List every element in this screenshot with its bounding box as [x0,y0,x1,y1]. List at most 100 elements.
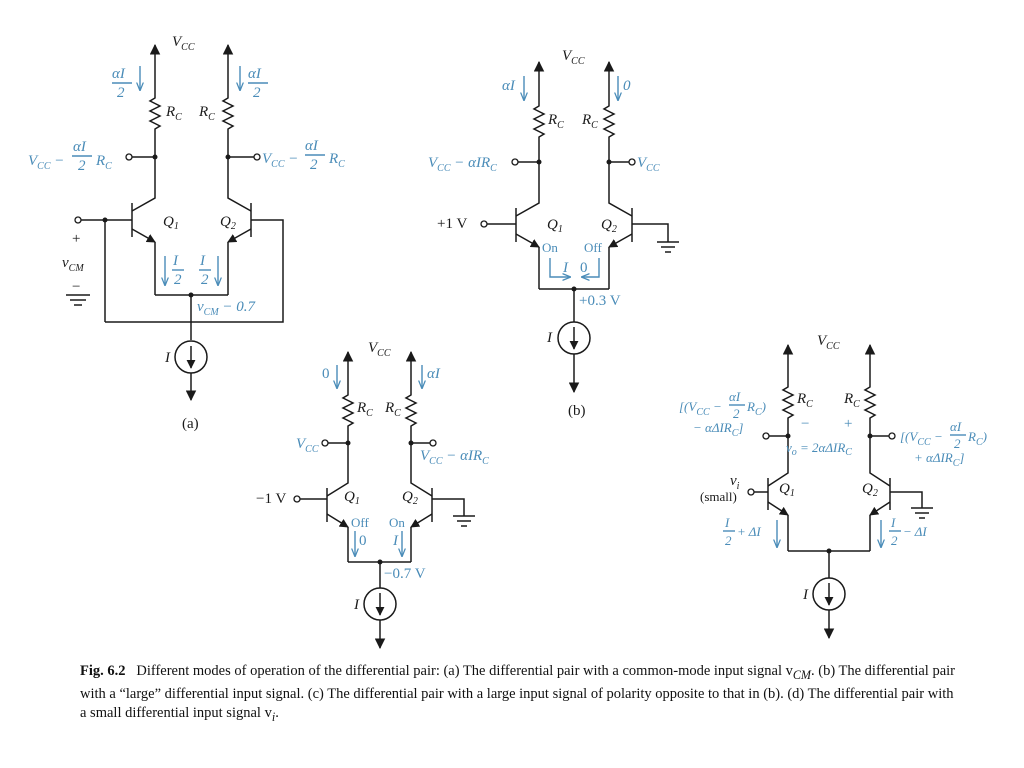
svg-text:(small): (small) [700,489,737,504]
svg-text:VCC: VCC [562,48,585,67]
svg-text:[(VCC −: [(VCC − [900,429,943,448]
svg-text:VCC: VCC [637,155,660,174]
figure-caption: Fig. 6.2 Different modes of operation of… [80,663,955,724]
emitter-node-voltage: vCM − 0.7 [197,299,257,318]
svg-text:I: I [172,253,179,269]
input-vcm-label: vCM [62,255,84,274]
svg-text:2: 2 [117,85,125,101]
svg-text:I: I [392,533,399,549]
svg-text:I: I [890,515,896,530]
svg-text:αI: αI [427,366,441,382]
svg-text:On: On [389,515,405,530]
panel-b-tag: (b) [568,403,586,419]
svg-text:αI: αI [729,389,741,404]
svg-text:0: 0 [322,366,330,382]
svg-text:2: 2 [78,158,86,174]
svg-text:αI: αI [248,66,262,82]
svg-text:0: 0 [359,533,367,549]
svg-text:I: I [199,253,206,269]
svg-text:I: I [802,587,809,603]
svg-text:0: 0 [580,260,588,276]
rc-left-resistor [148,95,162,190]
svg-text:αI: αI [950,419,962,434]
ground-symbol [66,294,90,306]
svg-text:RC: RC [384,400,401,419]
panel-d: VCC RC RC [(VCC − αI 2 RC) − αΔIRC] [(VC… [679,333,987,640]
svg-text:Q2: Q2 [601,217,617,235]
q1-label: Q1 [163,214,179,232]
svg-text:+ ΔI: + ΔI [737,524,761,539]
rc-left-label: RC [165,104,182,123]
svg-text:RC: RC [95,153,112,172]
svg-text:+0.3 V: +0.3 V [579,293,621,309]
vcc-label: VCC [172,34,195,53]
svg-text:Q1: Q1 [344,489,360,507]
svg-text:VCC: VCC [368,340,391,359]
rc-right-label: RC [198,104,215,123]
svg-text:Q2: Q2 [402,489,418,507]
q2-label: Q2 [220,214,236,232]
caption-text: Different modes of operation of the diff… [136,663,793,679]
svg-text:VCC: VCC [817,333,840,352]
caption-figure-number: Fig. 6.2 [80,663,126,679]
svg-text:Q1: Q1 [547,217,563,235]
svg-text:− ΔI: − ΔI [903,524,927,539]
current-source [174,340,208,402]
svg-text:2: 2 [174,272,182,288]
svg-text:I: I [353,597,360,613]
panel-c: VCC RC RC 0 αI VCC VCC − αIRC Q1 Q2 −1 V [256,340,489,650]
svg-text:Off: Off [584,240,602,255]
svg-text:+: + [844,416,852,432]
svg-text:+ αΔIRC]: + αΔIRC] [914,450,964,469]
svg-text:+: + [72,231,80,247]
svg-text:Q1: Q1 [779,481,795,499]
svg-text:On: On [542,240,558,255]
svg-text:αI: αI [305,138,319,154]
svg-text:2: 2 [253,85,261,101]
svg-text:αI: αI [112,66,126,82]
svg-text:RC: RC [843,391,860,410]
svg-text:−: − [801,416,809,432]
svg-text:2: 2 [891,533,898,548]
svg-text:RC: RC [796,391,813,410]
left-collector-voltage: VCC − [28,153,64,172]
svg-text:RC: RC [328,151,345,170]
svg-text:αI: αI [73,139,87,155]
svg-text:2: 2 [725,533,732,548]
svg-text:−0.7 V: −0.7 V [384,566,426,582]
svg-text:RC: RC [547,112,564,131]
svg-text:2: 2 [201,272,209,288]
svg-text:VCC − αIRC: VCC − αIRC [428,155,497,174]
svg-text:[(VCC −: [(VCC − [679,399,722,418]
svg-text:− αΔIRC]: − αΔIRC] [693,420,743,439]
svg-text:2: 2 [954,436,961,451]
svg-text:VCC: VCC [296,436,319,455]
svg-text:2: 2 [733,406,740,421]
svg-text:I: I [164,350,171,366]
svg-text:I: I [724,515,730,530]
rc-right-resistor [221,95,235,190]
svg-text:Off: Off [351,515,369,530]
svg-text:2: 2 [310,157,318,173]
svg-text:0: 0 [623,78,631,94]
svg-text:−: − [72,279,80,295]
svg-text:Q2: Q2 [862,481,878,499]
svg-text:I: I [562,260,569,276]
svg-text:RC): RC) [967,429,987,448]
svg-text:αI: αI [502,78,516,94]
svg-text:RC): RC) [746,399,766,418]
svg-text:vi: vi [730,473,740,492]
panel-b-input: +1 V [437,216,467,232]
right-collector-voltage: VCC − [262,151,298,170]
output-voltage-label: vo = 2αΔIRC [786,440,852,458]
svg-text:RC: RC [581,112,598,131]
svg-text:I: I [546,330,553,346]
panel-a-tag: (a) [182,416,199,432]
panel-c-input: −1 V [256,491,286,507]
panel-a: VCC RC RC αI 2 αI 2 VCC − αI 2 RC VCC − … [28,34,345,432]
svg-text:RC: RC [356,400,373,419]
panel-b: VCC RC RC αI 0 VCC − αIRC VCC Q1 Q2 +1 V [428,48,679,419]
svg-text:VCC − αIRC: VCC − αIRC [420,448,489,467]
